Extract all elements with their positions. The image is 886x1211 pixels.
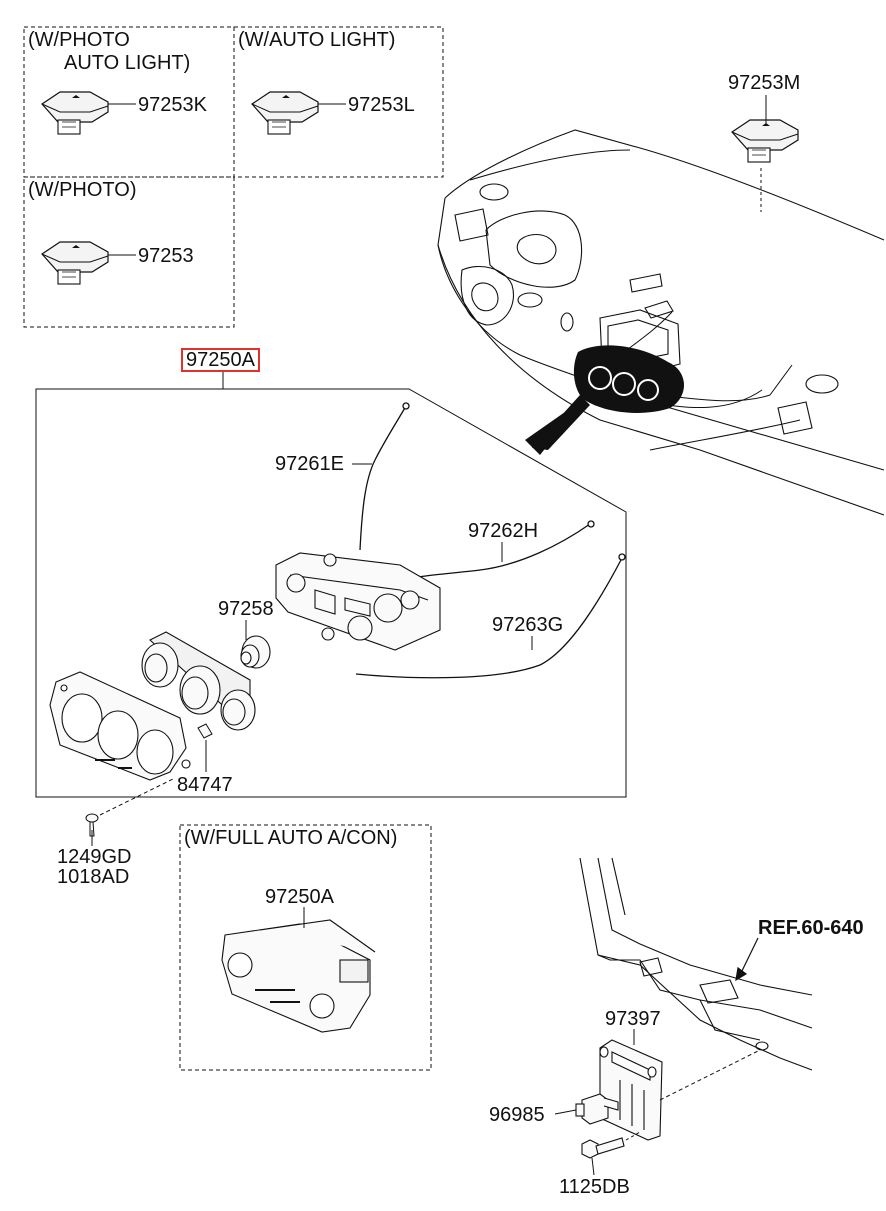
part-label-97253L: 97253L	[348, 94, 415, 116]
bolt-1125DB-shape	[581, 1137, 625, 1159]
part-label-97258: 97258	[218, 598, 274, 620]
reference-label: REF.60-640	[758, 917, 864, 939]
part-label-96985: 96985	[489, 1104, 545, 1126]
part-label-97263G: 97263G	[492, 614, 564, 636]
installed-control-panel	[525, 311, 793, 455]
screw-1249GD-shape	[85, 813, 99, 837]
clip-84747-shape	[197, 723, 213, 739]
sensor-96985-shape	[575, 1093, 619, 1125]
cables	[355, 402, 626, 679]
full-auto-control-unit	[221, 919, 376, 1033]
part-label-1249GD: 1249GD	[57, 846, 132, 868]
option-label-photo: (W/PHOTO)	[28, 179, 137, 201]
part-label-84747: 84747	[177, 774, 233, 796]
part-label-97253: 97253	[138, 245, 194, 267]
part-label-97250A-highlighted: 97250A	[181, 348, 260, 372]
sensor-97253M-shape	[731, 119, 799, 163]
part-label-1018AD: 1018AD	[57, 866, 130, 888]
faceplate	[49, 671, 191, 781]
sensor-97253-shape	[41, 241, 109, 285]
option-label-auto-light: (W/AUTO LIGHT)	[238, 29, 396, 51]
ref-arrow	[735, 937, 759, 982]
part-label-97253K: 97253K	[138, 94, 207, 116]
option-label-full-auto-acon: (W/FULL AUTO A/CON)	[184, 827, 398, 849]
part-label-1125DB: 1125DB	[559, 1176, 630, 1198]
sensor-97253L-shape	[251, 91, 319, 135]
body-panel-illustration	[579, 857, 813, 1071]
leader-lines-main	[245, 463, 533, 650]
main-assembly-boundary	[35, 372, 627, 798]
knob-97258-shape	[240, 635, 271, 669]
part-label-97262H: 97262H	[468, 520, 539, 542]
part-label-97261E: 97261E	[275, 453, 344, 475]
part-label-97397: 97397	[605, 1008, 661, 1030]
option-label-photo-auto-light-1: (W/PHOTO	[28, 29, 130, 51]
bracket-97397-shape	[599, 1039, 663, 1141]
option-label-photo-auto-light-2: AUTO LIGHT)	[64, 52, 191, 74]
option-boxes	[23, 26, 444, 1071]
part-label-97253M: 97253M	[728, 72, 801, 94]
knob-assembly	[141, 631, 256, 731]
part-label-97250A-full-auto: 97250A	[265, 886, 334, 908]
control-unit-housing	[275, 552, 441, 651]
sensor-97253K-shape	[41, 91, 109, 135]
leader-lines-sensors	[108, 95, 767, 256]
